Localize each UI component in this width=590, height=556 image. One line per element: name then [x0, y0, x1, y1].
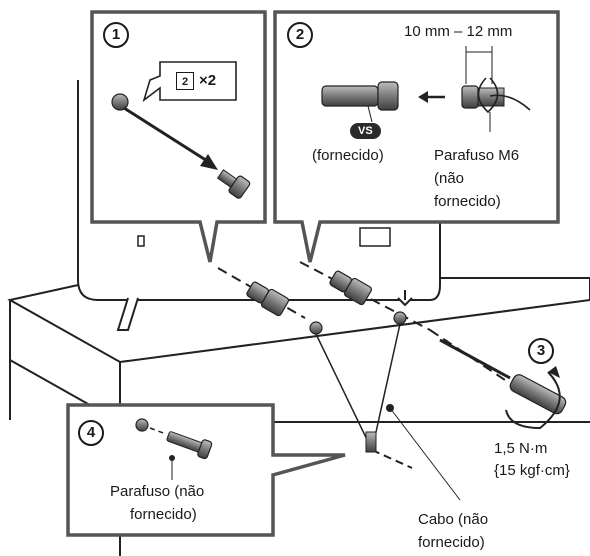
supplied-label: (fornecido) [312, 146, 384, 165]
step-3-number: 3 [528, 338, 554, 364]
torque-label-line2: {15 kgf·cm} [494, 461, 570, 480]
length-label: 10 mm – 12 mm [404, 22, 512, 41]
m6-screw-label-line1: Parafuso M6 [434, 146, 519, 165]
screw-label-line2: fornecido) [130, 505, 197, 524]
step-2-number: 2 [287, 22, 313, 48]
screw-label-line1: Parafuso (não [110, 482, 204, 501]
cable-label-line2: fornecido) [418, 533, 485, 552]
step-1-number: 1 [103, 22, 129, 48]
panel-step-4 [68, 405, 345, 535]
m6-screw-label-line2: (não [434, 169, 464, 188]
vs-badge: VS [350, 123, 381, 139]
torque-label-line1: 1,5 N·m [494, 439, 547, 458]
step-4-number: 4 [78, 420, 104, 446]
hole-number-icon: 2 [176, 72, 194, 90]
cable-label-line1: Cabo (não [418, 510, 488, 529]
screw-count: ×2 [199, 72, 216, 89]
cable-leader-dot [386, 404, 394, 412]
m6-screw-label-line3: fornecido) [434, 192, 501, 211]
